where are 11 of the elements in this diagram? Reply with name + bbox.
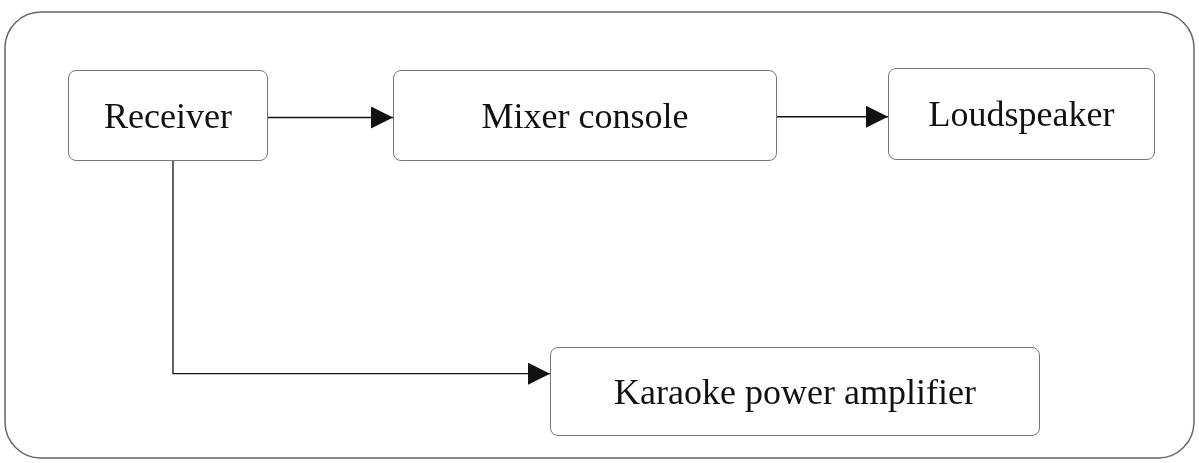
process-box [68,70,268,161]
box-label: Loudspeaker [928,93,1115,135]
arrow [267,106,394,129]
arrow [776,105,889,128]
process-box [393,70,777,161]
process-box [550,347,1040,436]
box-label: Receiver [104,94,232,137]
box-label: Karaoke power amplifier [614,370,976,413]
arrow [172,160,551,385]
box-label: Mixer console [481,94,689,137]
process-box [888,68,1155,160]
